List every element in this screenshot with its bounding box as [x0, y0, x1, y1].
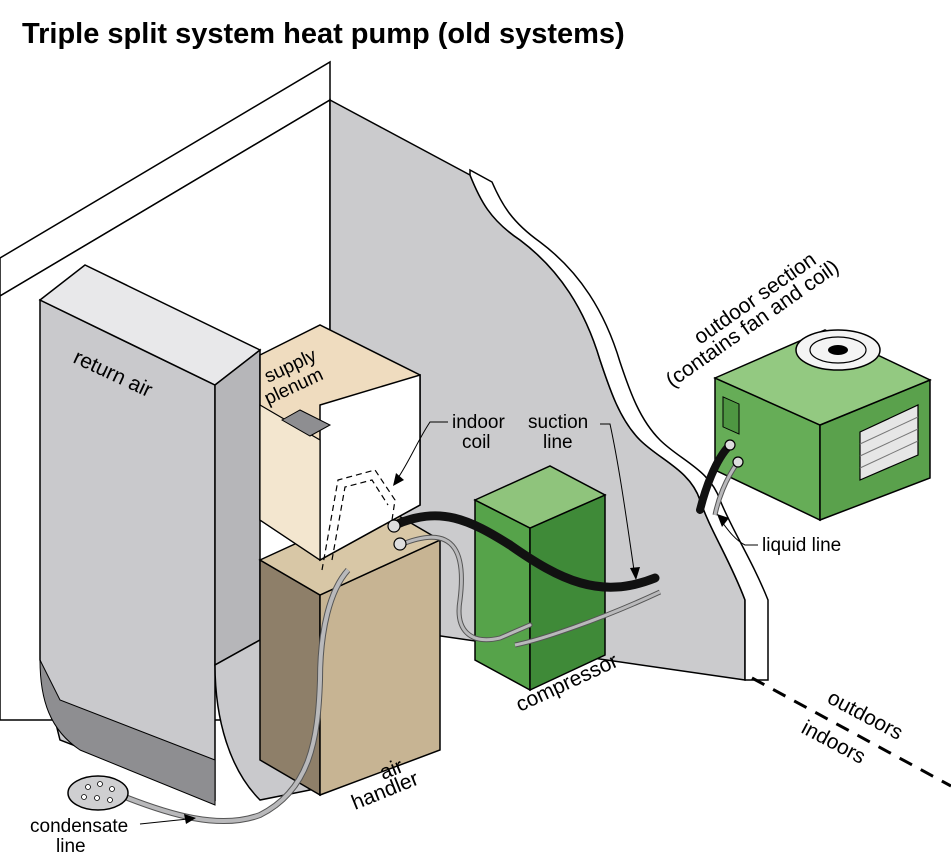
fan-grille-ring: [809, 336, 867, 364]
drain-hole-4: [81, 794, 87, 800]
fitting-4: [732, 456, 744, 468]
floor-drain: [67, 775, 129, 811]
diagram-title: Triple split system heat pump (old syste…: [22, 18, 625, 50]
drain-hole-3: [109, 786, 115, 792]
fan-grille-hub: [828, 345, 848, 355]
indoor-coil-arrowhead: [393, 473, 404, 486]
suction-line-pipe: [390, 511, 660, 592]
side-wall-edge: [469, 168, 769, 681]
air-handler: air handler: [258, 504, 442, 815]
drain-hole-1: [85, 784, 91, 790]
drain-hole-6: [107, 797, 113, 803]
liquid-line-label: liquid line: [762, 535, 841, 556]
indoor-coil-label-line1: indoor: [452, 412, 505, 433]
indoor-coil-label-line2: coil: [462, 432, 491, 453]
condensate-arrowhead: [184, 814, 196, 824]
compressor-top: [473, 465, 607, 529]
fitting-2: [393, 537, 407, 551]
drain-hole-5: [94, 795, 100, 801]
compressor: compressor: [473, 465, 622, 717]
condensate-line-label-line2: line: [56, 836, 86, 856]
supply-plenum: supply plenum: [259, 324, 421, 571]
condensate-leader: [139, 818, 189, 825]
fitting-3: [724, 439, 736, 451]
indoor-coil-outline: [321, 469, 396, 571]
refrigerant-lines: [387, 439, 744, 648]
plenum-opening-tab: [280, 409, 332, 437]
suction-line-label-line2: line: [543, 432, 573, 453]
suction-line-label-line1: suction: [528, 412, 588, 433]
condensate-line-label-line1: condensate: [30, 816, 128, 837]
compressor-liquid-out-hi: [514, 590, 661, 647]
return-air-duct: return air: [38, 264, 312, 806]
duct-bottom-curve: [39, 659, 216, 806]
indoor-outdoor-boundary: [751, 676, 951, 788]
suction-line-leader: [600, 423, 635, 571]
duct-side: [214, 348, 261, 667]
vent-slat-3: [859, 440, 919, 469]
drain-hole-2: [97, 781, 103, 787]
liquid-line-pipe-hi: [398, 535, 532, 642]
liquid-line-leader: [721, 521, 758, 546]
service-panel: [722, 396, 740, 435]
fitting-1: [387, 519, 401, 533]
vent-slat-1: [859, 416, 919, 445]
outdoor-top: [713, 329, 932, 426]
outdoor-suction-pipe: [696, 441, 734, 514]
suction-line-arrowhead: [630, 567, 640, 580]
indoor-coil-leader: [397, 421, 448, 479]
condensate-assembly: condensate line: [30, 567, 351, 856]
vent-slat-2: [859, 428, 919, 457]
liquid-line-arrowhead: [717, 514, 729, 527]
